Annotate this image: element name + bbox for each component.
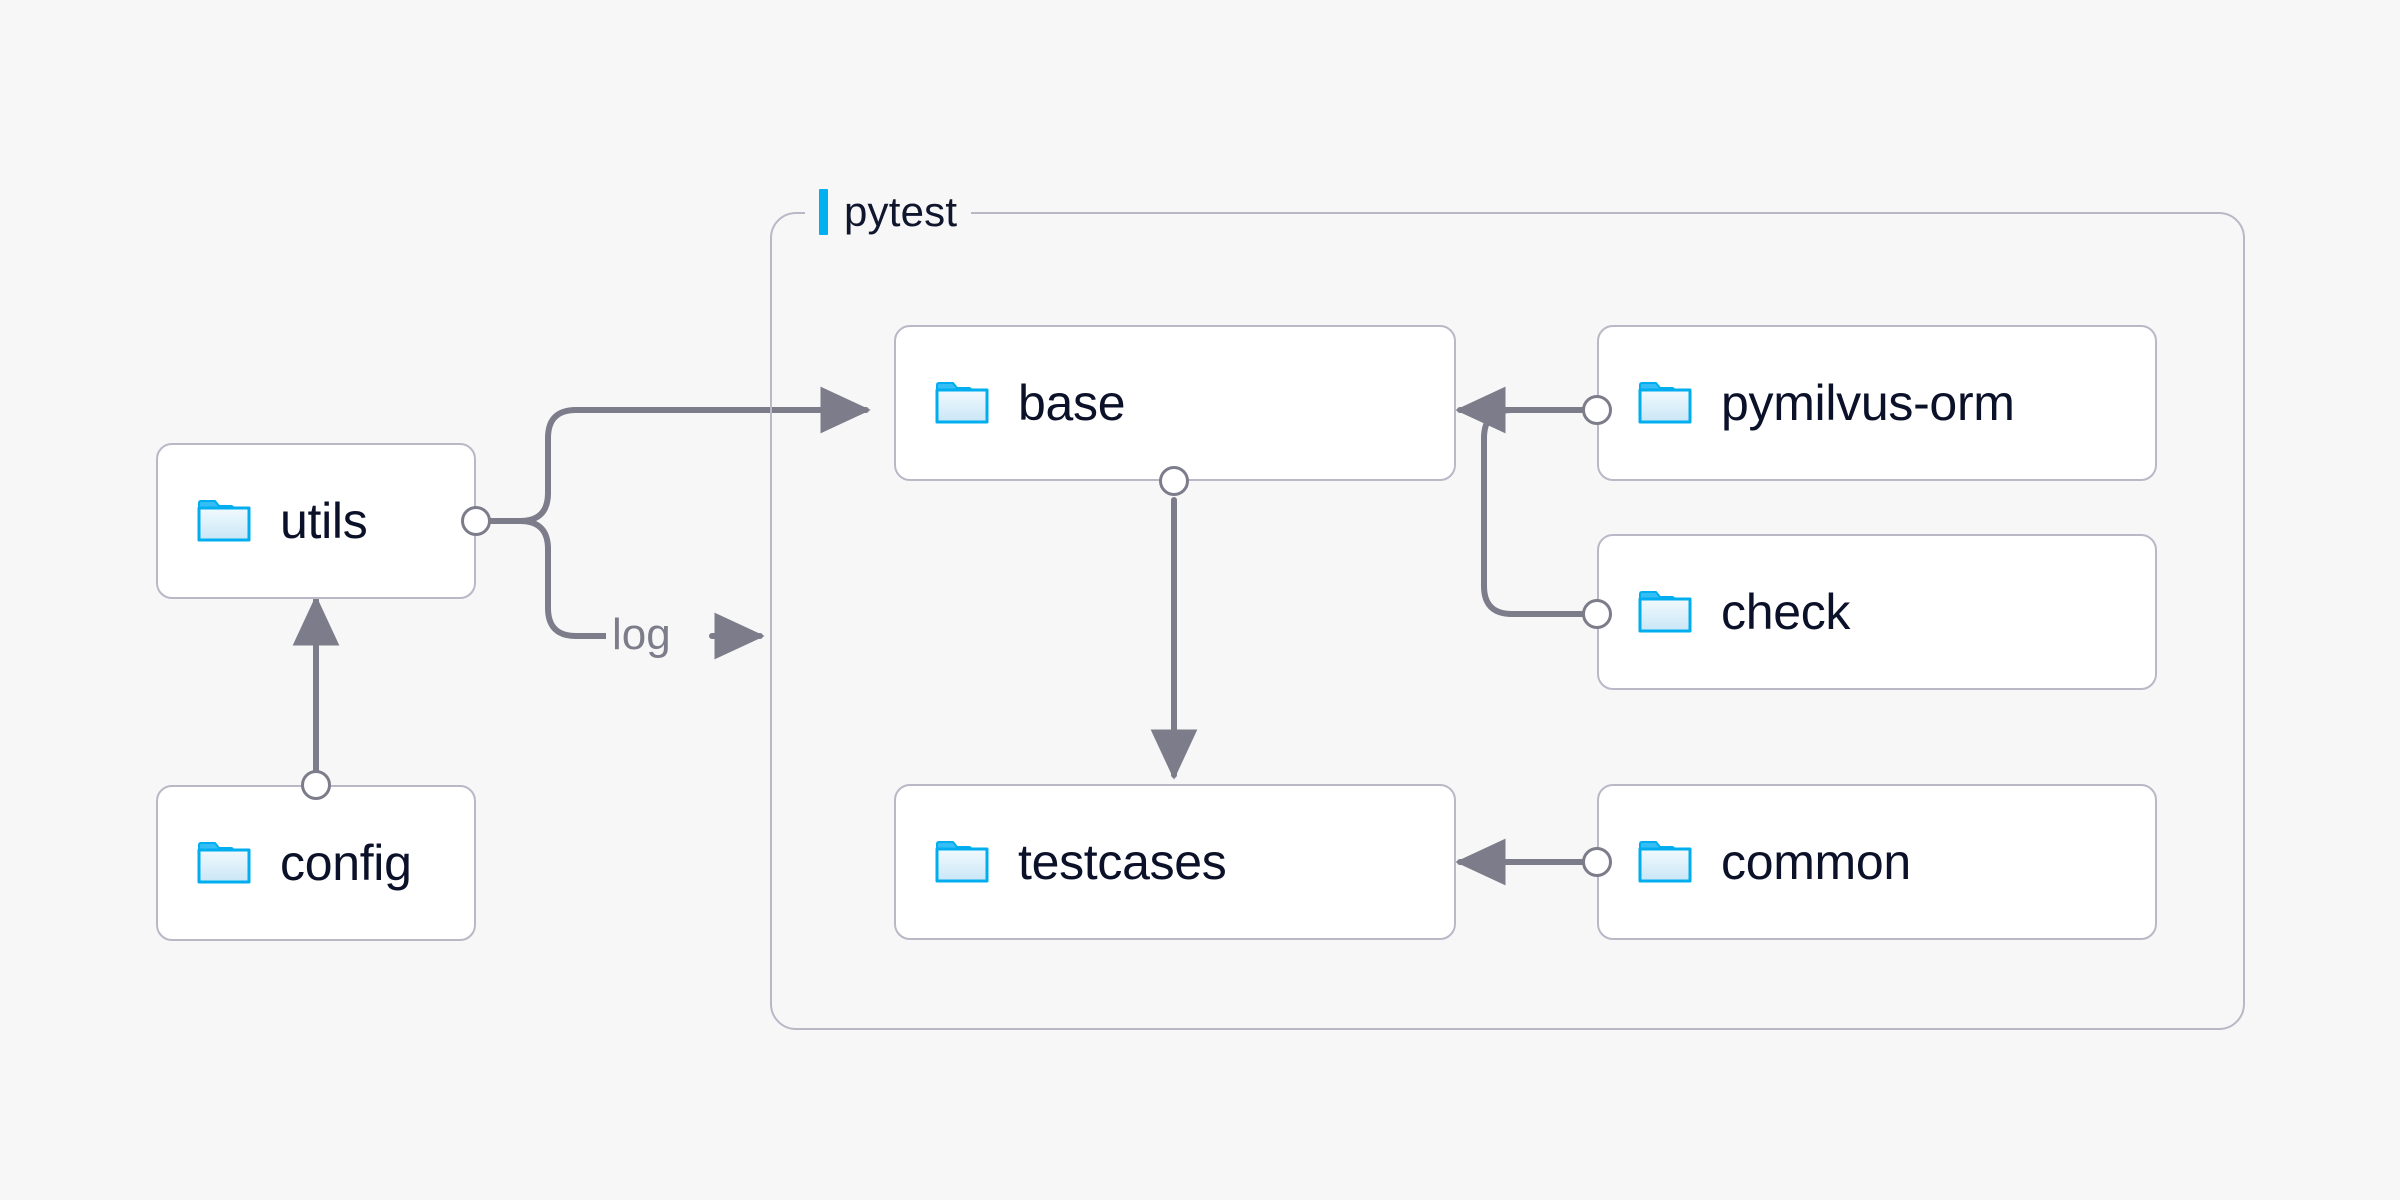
node-base-label: base xyxy=(1018,375,1126,431)
pytest-group-label-text: pytest xyxy=(844,188,958,235)
port-base-bottom[interactable] xyxy=(1159,466,1189,496)
node-check[interactable]: check xyxy=(1597,534,2157,690)
node-check-label: check xyxy=(1721,584,1851,640)
edge-utils-to-log-stub xyxy=(487,518,611,639)
folder-icon xyxy=(197,842,251,884)
folder-icon xyxy=(1638,841,1692,883)
node-common[interactable]: common xyxy=(1597,784,2157,940)
port-common-left[interactable] xyxy=(1582,847,1612,877)
node-base[interactable]: base xyxy=(894,325,1456,481)
port-pymilvus-orm-left[interactable] xyxy=(1582,395,1612,425)
folder-icon xyxy=(1638,591,1692,633)
accent-bar-icon xyxy=(819,189,828,235)
node-utils-label: utils xyxy=(280,493,368,549)
node-config-label: config xyxy=(280,835,412,891)
node-testcases[interactable]: testcases xyxy=(894,784,1456,940)
edge-label-log: log xyxy=(606,613,677,657)
folder-icon xyxy=(935,382,989,424)
folder-icon xyxy=(935,841,989,883)
node-common-label: common xyxy=(1721,834,1911,890)
pytest-group-container[interactable] xyxy=(770,212,2245,1030)
folder-icon xyxy=(1638,382,1692,424)
node-testcases-label: testcases xyxy=(1018,834,1227,890)
folder-icon xyxy=(197,500,251,542)
port-config-top[interactable] xyxy=(301,770,331,800)
node-pymilvus-orm[interactable]: pymilvus-orm xyxy=(1597,325,2157,481)
port-utils-right[interactable] xyxy=(461,506,491,536)
port-check-left[interactable] xyxy=(1582,599,1612,629)
node-utils[interactable]: utils xyxy=(156,443,476,599)
pytest-group-label: pytest xyxy=(805,185,972,239)
node-pymilvus-orm-label: pymilvus-orm xyxy=(1721,375,2015,431)
node-config[interactable]: config xyxy=(156,785,476,941)
